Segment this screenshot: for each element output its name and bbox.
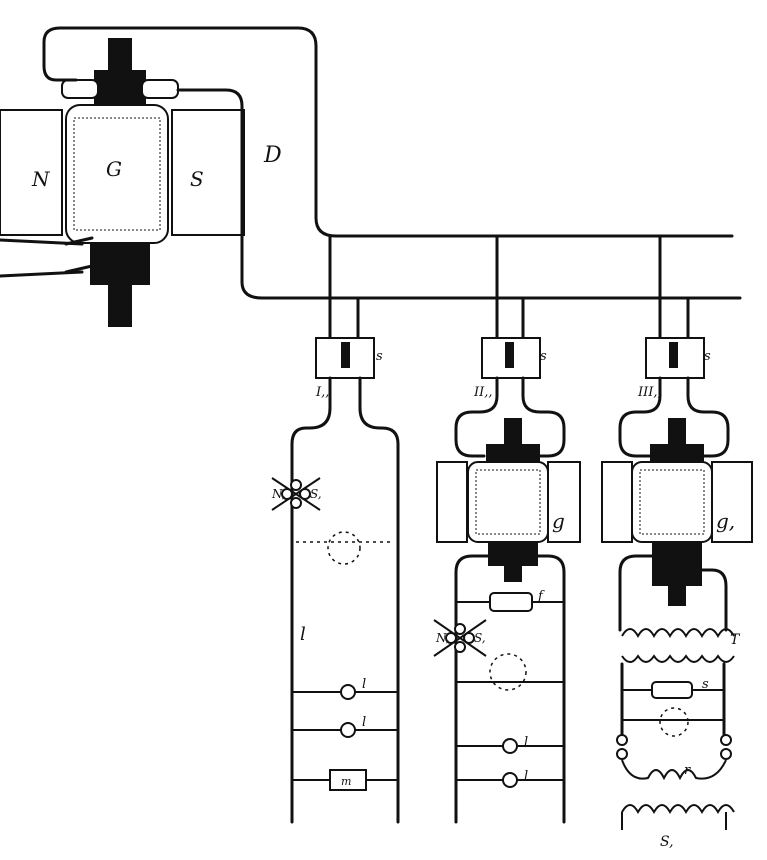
motor-g-commutator-bottom	[488, 542, 538, 566]
label-switch-mark: s	[376, 349, 383, 364]
label-switch-mark: s	[540, 349, 547, 364]
switch-boxes	[315, 337, 705, 379]
generator-assembly	[0, 38, 245, 327]
resistor-f	[489, 592, 533, 612]
label-resistor-m: m	[341, 775, 351, 788]
terminal	[616, 748, 628, 760]
switch-contact	[505, 342, 514, 368]
label-pole-n1: N,	[271, 487, 286, 501]
motor-g-commutator-top	[486, 444, 540, 466]
lamp	[340, 684, 356, 700]
coil-T	[621, 628, 735, 639]
resistor-s	[651, 681, 693, 699]
switch-contact	[341, 342, 350, 368]
label-field-north: N	[31, 167, 51, 191]
label-coil-s: s	[702, 677, 709, 692]
branch-3-feed-left	[618, 376, 662, 458]
label-pole-n2: N,	[435, 631, 450, 645]
switch-contact	[669, 342, 678, 368]
label-lamp: l	[524, 769, 528, 784]
coil-r	[621, 759, 727, 781]
lamp	[502, 738, 518, 754]
label-resistor-f: f	[537, 589, 545, 604]
label-lamp: l	[362, 715, 366, 730]
label-lamp: l	[524, 735, 528, 750]
generator-shaft-bottom	[108, 285, 132, 327]
label-motor-2: g,	[716, 509, 735, 533]
motor-g-field-right	[547, 461, 581, 543]
generator-brush-right	[141, 79, 179, 99]
generator-commutator-bottom	[90, 243, 150, 285]
motor-g1-winding	[639, 469, 705, 535]
rotating-field-symbol	[433, 619, 487, 657]
label-switch-1: I,,	[315, 385, 329, 400]
motor-g-winding	[475, 469, 541, 535]
label-switch-2: II,,	[473, 385, 493, 400]
branch-taps-upper	[328, 234, 662, 340]
label-pole-s1: S,	[310, 487, 322, 501]
generator-lower-brushes	[64, 236, 94, 274]
label-switch-3: III,,	[637, 385, 662, 400]
main-line-conductors	[42, 26, 742, 340]
terminal	[720, 748, 732, 760]
induced-field-ring	[327, 531, 361, 565]
rotating-field-symbol	[271, 477, 321, 511]
label-motor-1: g	[552, 509, 565, 533]
label-branch-l: l	[300, 624, 306, 645]
motor-g1-commutator-top	[650, 444, 704, 466]
branch-2-rails	[454, 554, 566, 824]
branch-3-motor-circuit	[601, 376, 753, 830]
label-generator: G	[106, 157, 122, 181]
label-switch-mark: s	[704, 349, 711, 364]
induced-field-ring	[659, 707, 689, 737]
branch-3-feed-right	[686, 376, 730, 458]
motor-g1-field-right	[711, 461, 753, 543]
motor-g-armature	[467, 461, 549, 543]
motor-g-shaft-bottom	[504, 566, 522, 582]
motor-g-shaft-top	[504, 418, 522, 448]
resistor-m	[329, 769, 367, 791]
field-magnet-north	[0, 109, 63, 236]
coil-S1	[621, 804, 735, 815]
label-pole-s2: S,	[474, 631, 486, 645]
label-line: D	[263, 143, 282, 168]
branch-taps-lower	[356, 296, 690, 340]
branch-1-right-wire	[358, 376, 400, 824]
branch-3-upper-rails	[618, 554, 728, 632]
armature-winding	[73, 117, 161, 231]
lamp	[502, 772, 518, 788]
generator-commutator-top	[94, 70, 146, 108]
motor-g1-shaft-top	[668, 418, 686, 448]
motor-g-field-left	[436, 461, 468, 543]
field-magnet-south	[171, 109, 245, 236]
induced-field-ring	[489, 653, 527, 691]
branch-3-mid-rails	[620, 662, 726, 742]
branch-1-left-wire	[290, 376, 332, 824]
terminal	[720, 734, 732, 746]
motor-g1-commutator-bottom	[652, 542, 702, 586]
coil-S1-leads	[621, 812, 727, 830]
generator-brush-left	[61, 79, 99, 99]
motor-g1-field-left	[601, 461, 633, 543]
branch-2-feed-left	[454, 376, 499, 458]
label-coil-r: r	[684, 763, 691, 778]
main-line-upper	[42, 26, 734, 238]
label-coil-S1: S,	[660, 834, 674, 850]
lamp	[340, 722, 356, 738]
motor-g1-shaft-bottom	[668, 586, 686, 606]
label-field-south: S	[190, 167, 204, 191]
branch-2-feed-right	[521, 376, 566, 458]
terminal	[616, 734, 628, 746]
coil-s	[621, 654, 735, 663]
branch-1-lamp-circuit	[271, 376, 400, 824]
label-lamp: l	[362, 677, 366, 692]
motor-g1-armature	[631, 461, 713, 543]
main-line-lower	[176, 88, 742, 300]
label-coil-T: T	[730, 632, 741, 648]
branch-2-motor-circuit	[433, 376, 581, 824]
